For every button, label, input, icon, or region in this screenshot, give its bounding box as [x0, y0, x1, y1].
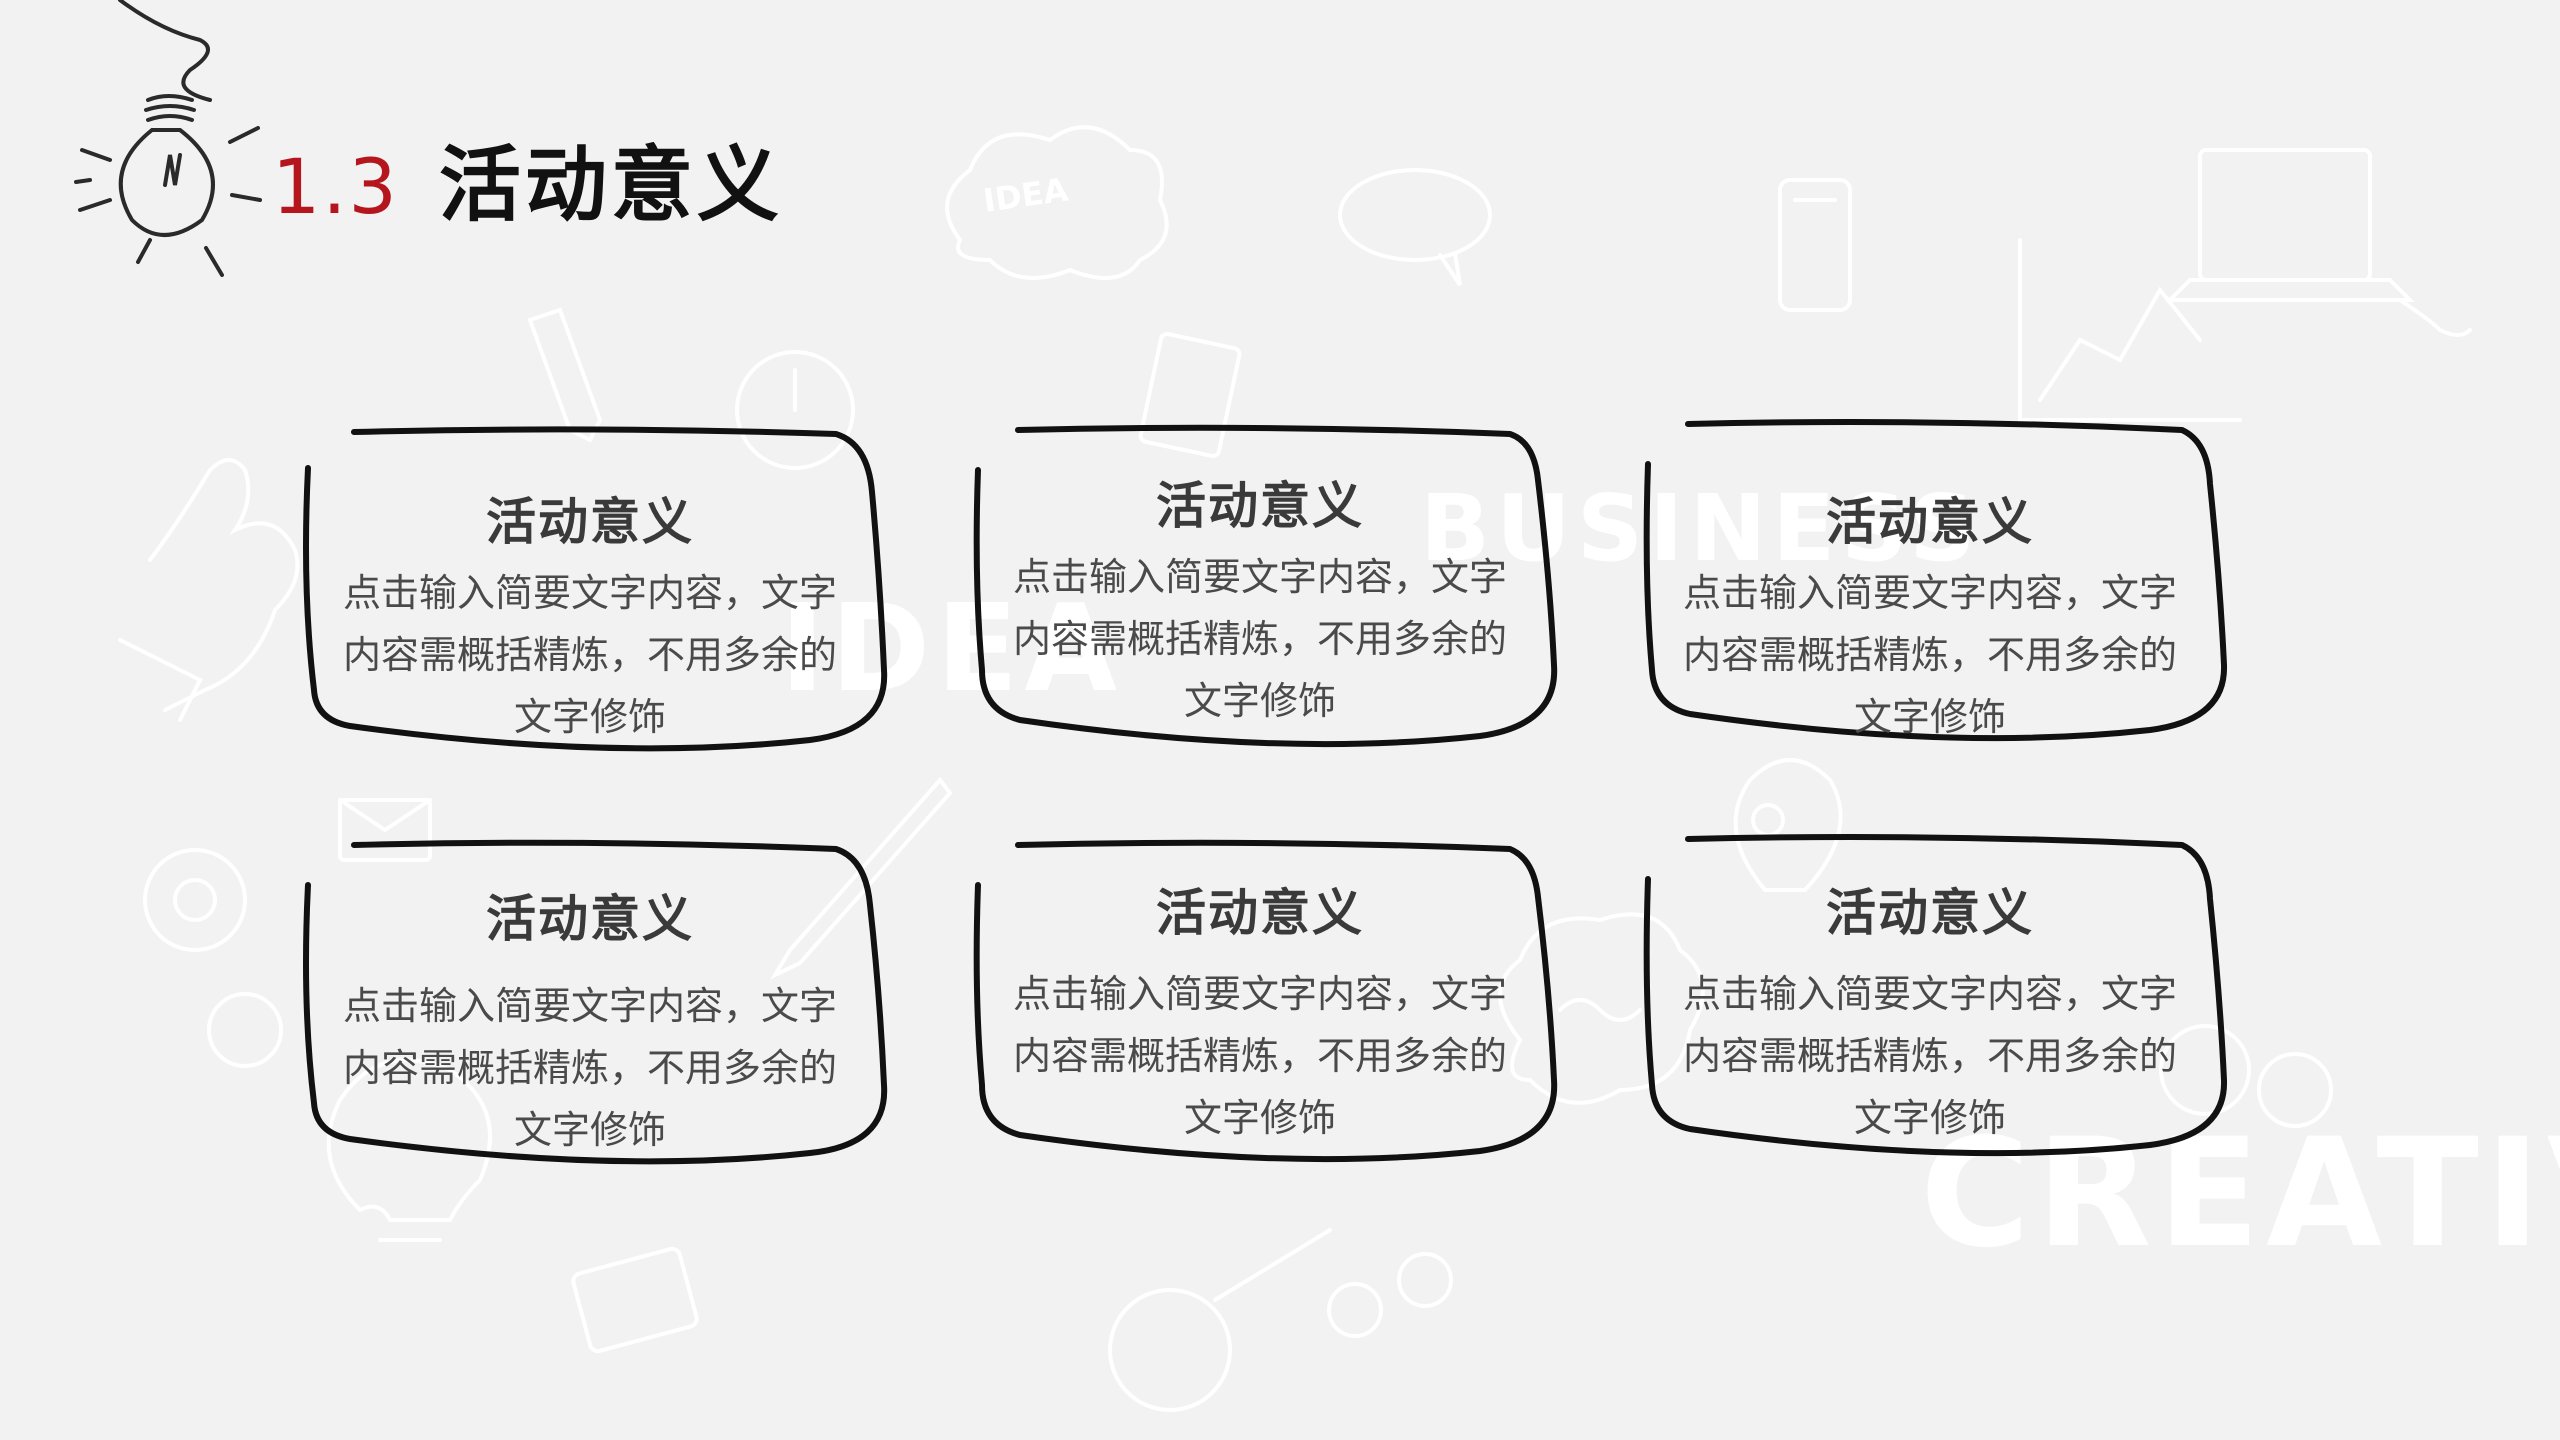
card-frame — [1643, 419, 2228, 742]
card-4: 活动意义 点击输入简要文字内容，文字内容需概括精炼，不用多余的文字修饰 — [290, 835, 890, 1165]
card-frame — [973, 839, 1558, 1163]
card-1: 活动意义 点击输入简要文字内容，文字内容需概括精炼，不用多余的文字修饰 — [290, 420, 890, 752]
card-title: 活动意义 — [1826, 492, 2034, 551]
card-title: 活动意义 — [1826, 883, 2034, 942]
card-body: 点击输入简要文字内容，文字内容需概括精炼，不用多余的文字修饰 — [1682, 972, 2177, 1140]
lightbulb-icon — [74, 0, 262, 277]
card-5: 活动意义 点击输入简要文字内容，文字内容需概括精炼，不用多余的文字修饰 — [960, 835, 1560, 1165]
card-frame — [303, 839, 888, 1165]
doodle-word-idea-small: IDEA — [981, 170, 1071, 220]
section-number: 1.3 — [272, 142, 399, 231]
card-3: 活动意义 点击输入简要文字内容，文字内容需概括精炼，不用多余的文字修饰 — [1630, 419, 2230, 750]
card-title: 活动意义 — [1156, 883, 1364, 942]
card-body: 点击输入简要文字内容，文字内容需概括精炼，不用多余的文字修饰 — [342, 984, 837, 1152]
card-title: 活动意义 — [486, 889, 694, 948]
card-frame — [973, 424, 1558, 748]
card-title: 活动意义 — [1156, 476, 1364, 535]
slide-heading: 1.3 活动意义 — [272, 118, 783, 237]
card-body: 点击输入简要文字内容，文字内容需概括精炼，不用多余的文字修饰 — [342, 571, 837, 739]
card-frame — [303, 426, 888, 752]
card-frame — [1643, 834, 2228, 1157]
card-body: 点击输入简要文字内容，文字内容需概括精炼，不用多余的文字修饰 — [1012, 555, 1507, 723]
card-6: 活动意义 点击输入简要文字内容，文字内容需概括精炼，不用多余的文字修饰 — [1630, 834, 2230, 1165]
card-body: 点击输入简要文字内容，文字内容需概括精炼，不用多余的文字修饰 — [1012, 972, 1507, 1140]
page-title: 活动意义 — [438, 138, 783, 233]
card-body: 点击输入简要文字内容，文字内容需概括精炼，不用多余的文字修饰 — [1682, 571, 2177, 739]
card-title: 活动意义 — [486, 492, 694, 551]
card-2: 活动意义 点击输入简要文字内容，文字内容需概括精炼，不用多余的文字修饰 — [960, 420, 1560, 750]
